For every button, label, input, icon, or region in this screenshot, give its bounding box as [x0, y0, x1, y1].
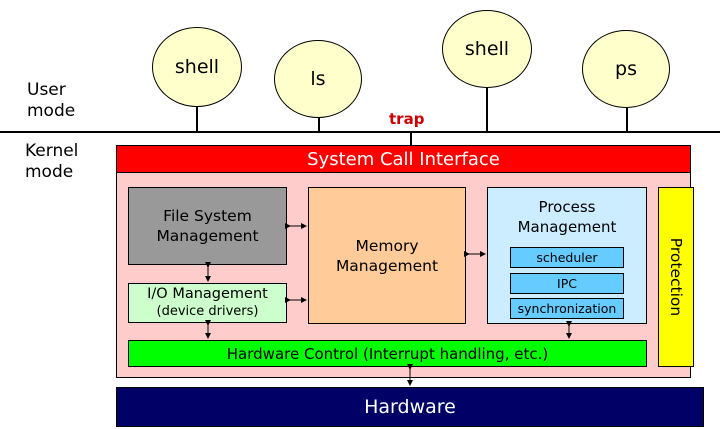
kernel-mode-label: Kernel mode [25, 141, 79, 182]
process-stem [626, 108, 628, 132]
process-stem [486, 88, 488, 132]
process-label: shell [174, 56, 220, 78]
trap-stem [410, 131, 412, 145]
scheduler-box: scheduler [510, 247, 624, 268]
process-label: ps [615, 58, 637, 80]
ipc-box: IPC [510, 273, 624, 294]
hardware-control: Hardware Control (Interrupt handling, et… [128, 340, 647, 367]
hardware: Hardware [116, 387, 704, 427]
process-shell-1: shell [152, 27, 242, 107]
process-ls: ls [274, 40, 362, 118]
mode-divider-line [0, 131, 720, 133]
process-label: ls [310, 68, 326, 90]
synchronization-box: synchronization [510, 298, 624, 319]
io-management: I/O Management (device drivers) [128, 283, 287, 323]
user-mode-label: User mode [27, 80, 76, 121]
process-shell-2: shell [442, 10, 532, 88]
process-stem [318, 118, 320, 132]
process-label: shell [464, 38, 510, 60]
process-ps: ps [582, 30, 670, 108]
memory-management: Memory Management [308, 187, 466, 324]
system-call-interface: System Call Interface [116, 145, 691, 173]
trap-label: trap [389, 110, 425, 128]
file-system-management: File System Management [128, 187, 287, 265]
process-stem [196, 107, 198, 132]
protection: Protection [658, 187, 694, 367]
